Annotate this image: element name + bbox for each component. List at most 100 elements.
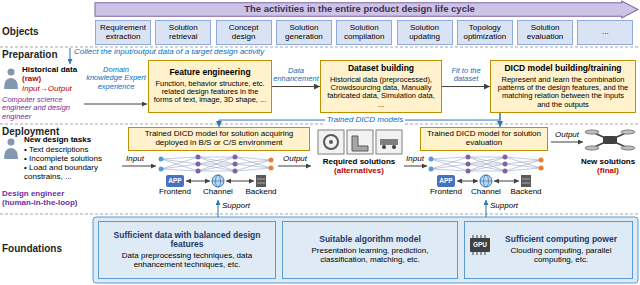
connector bbox=[500, 113, 501, 127]
wheel-sketch bbox=[392, 145, 396, 149]
drone-arm bbox=[592, 132, 628, 148]
annotation-text: (human-in-the-loop) bbox=[2, 199, 78, 208]
annotation-text: Backend bbox=[241, 188, 281, 197]
support-arrow bbox=[218, 200, 219, 217]
activity-box: Solution evaluation bbox=[517, 20, 573, 45]
annotation-text: Input bbox=[400, 155, 430, 164]
foundation-panel bbox=[93, 217, 638, 283]
person-head bbox=[8, 69, 15, 76]
annotation-text: Design engineer bbox=[2, 190, 64, 199]
annotation-text: • Text descriptions bbox=[24, 146, 88, 155]
row-separator bbox=[0, 214, 640, 215]
annotation-text: APP bbox=[437, 177, 455, 185]
support-arrow bbox=[486, 200, 487, 217]
annotation-text: Input bbox=[120, 155, 150, 164]
node-text: Data preprocessing techniques, data enha… bbox=[104, 252, 270, 270]
process-box: DICD model building/trainingRepresent an… bbox=[490, 60, 636, 113]
neural-network bbox=[429, 155, 544, 174]
bracket-sketch bbox=[352, 136, 368, 151]
annotation-text: • Load and boundary constrains, ... bbox=[24, 164, 122, 182]
solution-thumbnail bbox=[347, 130, 373, 154]
activity-box: Concept design bbox=[216, 20, 272, 45]
input-arrow bbox=[404, 166, 427, 167]
annotation-text: New design tasks bbox=[24, 136, 91, 145]
connector bbox=[442, 86, 490, 87]
annotation-text: Domain knowledge Expert experience bbox=[86, 66, 146, 91]
annotation-text: Output bbox=[280, 155, 310, 164]
link-arrow bbox=[494, 181, 519, 182]
node-text: Concept design bbox=[219, 24, 269, 42]
drone-rotor bbox=[621, 146, 635, 150]
annotation-text: Output bbox=[552, 131, 582, 140]
annotation-text: Historical data bbox=[22, 66, 77, 75]
annotation-text: Channel bbox=[198, 188, 238, 197]
arrow-outline bbox=[95, 1, 638, 18]
server-icon bbox=[521, 175, 531, 187]
activity-box: ... bbox=[577, 20, 633, 45]
server-icon bbox=[256, 175, 266, 187]
link-arrow bbox=[226, 181, 254, 182]
annotation-text: Computer science engineer and design eng… bbox=[2, 96, 84, 121]
vehicle-sketch bbox=[380, 139, 398, 145]
gpu-chip bbox=[470, 238, 490, 252]
edge-label: Data enhancement bbox=[273, 67, 319, 84]
app-icon bbox=[437, 175, 455, 187]
annotation-text: APP bbox=[166, 177, 184, 185]
annotation-text: Collect the input/output data of a targe… bbox=[74, 48, 264, 57]
drone-body bbox=[603, 136, 617, 144]
link-arrow bbox=[186, 181, 210, 182]
node-text: Trained DICD model for solution acquirin… bbox=[133, 130, 305, 148]
person-head bbox=[8, 139, 15, 146]
output-arrow bbox=[278, 166, 311, 167]
node-text: Dataset building bbox=[348, 64, 414, 74]
activity-box: Solution generation bbox=[276, 20, 332, 45]
annotation-text: (alternatives) bbox=[312, 167, 406, 176]
wheel-sketch bbox=[382, 145, 386, 149]
annotation-text: Support bbox=[490, 202, 518, 211]
node-text: Solution compilation bbox=[339, 24, 389, 42]
annotation-text: (raw) bbox=[22, 75, 41, 84]
activity-box: Requirement extraction bbox=[95, 20, 151, 45]
process-box: Dataset buildingHistorical data (preproc… bbox=[320, 60, 442, 113]
row-header: Preparation bbox=[2, 49, 58, 60]
edge-label: Fit to the dataset bbox=[443, 67, 489, 84]
solution-thumbnail bbox=[376, 130, 402, 154]
node-text: Represent and learn the combination patt… bbox=[495, 76, 631, 110]
collect-arrow bbox=[70, 48, 71, 64]
person-icon bbox=[4, 139, 18, 160]
node-text: ... bbox=[602, 28, 609, 37]
node-text: Clouding computing, parallel computing, … bbox=[495, 247, 627, 265]
drone-rotor bbox=[585, 146, 599, 150]
node-text: Presentation learning, prediction, class… bbox=[288, 247, 452, 265]
annotation-text: Channel bbox=[466, 188, 506, 197]
server-slots bbox=[522, 179, 530, 183]
node-text: Solution updating bbox=[400, 24, 450, 42]
foundation-box: Sufficient data with balanced design fea… bbox=[98, 221, 276, 279]
gear-hub bbox=[329, 140, 333, 144]
input-arrow bbox=[122, 166, 156, 167]
node-text: Solution retrieval bbox=[158, 24, 208, 42]
drone-arm bbox=[592, 132, 628, 148]
output-arrow bbox=[551, 142, 583, 143]
node-text: Feature engineering bbox=[169, 68, 250, 78]
node-text: Sufficient computing power bbox=[505, 235, 617, 245]
globe-equator bbox=[480, 181, 492, 182]
edge-label: Trained DICD models bbox=[325, 116, 405, 125]
server-slots bbox=[257, 179, 265, 183]
globe-icon bbox=[212, 175, 224, 187]
activity-box: Solution compilation bbox=[336, 20, 392, 45]
connector bbox=[272, 86, 320, 87]
annotation-text: GPU bbox=[470, 241, 490, 249]
node-text: Suitable algorithm model bbox=[319, 235, 421, 245]
process-box: Feature engineeringFunction, behavior st… bbox=[148, 60, 272, 113]
annotation-text: Support bbox=[222, 202, 250, 211]
neural-network bbox=[159, 155, 274, 174]
annotation-text: Input→Output bbox=[22, 85, 72, 94]
annotation-text: Frontend bbox=[155, 188, 195, 197]
gear-sketch bbox=[324, 135, 338, 149]
annotation-text: New solutions bbox=[578, 158, 638, 167]
annotation-text: Required solutions bbox=[312, 158, 406, 167]
annotation-text: (final) bbox=[578, 167, 638, 176]
activity-banner: The activities in the entire product des… bbox=[95, 1, 638, 18]
node-text: Requirement extraction bbox=[98, 24, 148, 42]
